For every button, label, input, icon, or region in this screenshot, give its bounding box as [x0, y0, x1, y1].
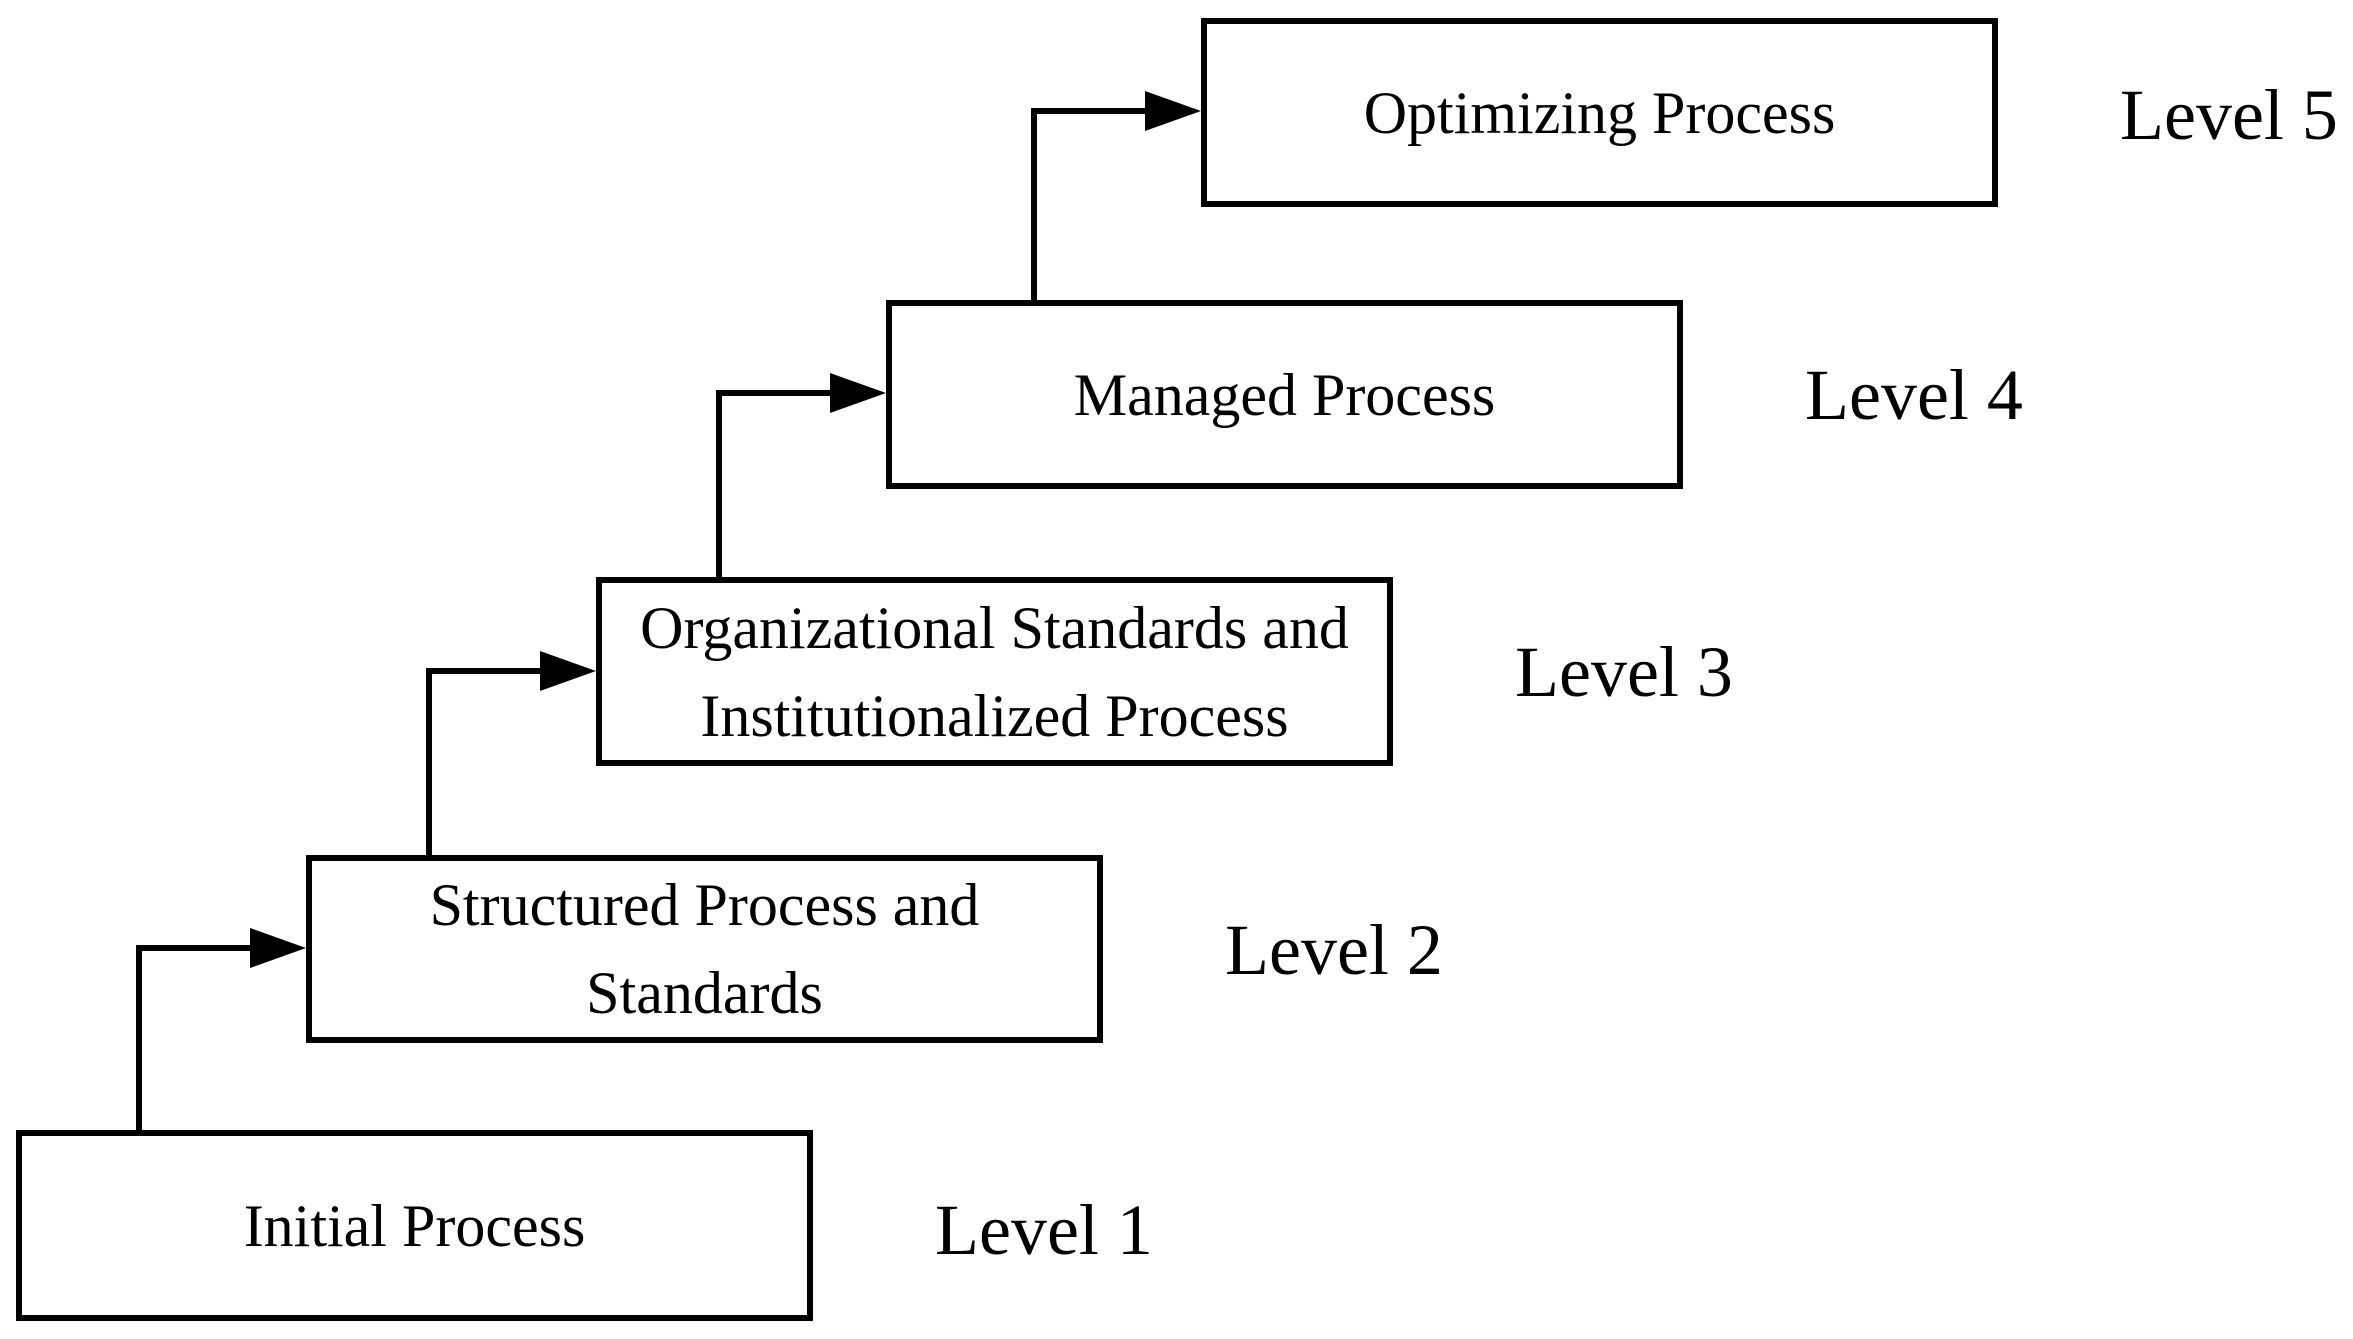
box-label-line: Institutionalized Process	[700, 682, 1289, 749]
arrow-level2-to-level3	[426, 651, 596, 855]
box-label-line: Structured Process and	[429, 872, 980, 938]
box-label-line: Standards	[586, 960, 823, 1026]
optimizing-process-box: Optimizing Process	[1201, 18, 1998, 207]
initial-process-box: Initial Process	[16, 1130, 813, 1321]
organizational-standards-box: Organizational Standards and Institution…	[596, 577, 1393, 766]
level-4-label: Level 4	[1805, 355, 2023, 435]
level-2-label: Level 2	[1225, 910, 1443, 990]
box-label-line: Optimizing Process	[1363, 79, 1836, 146]
level-5-label: Level 5	[2120, 75, 2338, 155]
arrow-level3-to-level4	[716, 373, 886, 577]
box-label-line: Initial Process	[243, 1192, 586, 1259]
structured-process-box: Structured Process and Standards	[306, 855, 1103, 1043]
managed-process-box: Managed Process	[886, 300, 1683, 489]
level-3-label: Level 3	[1515, 632, 1733, 712]
box-label-line: Managed Process	[1073, 361, 1496, 428]
arrow-level4-to-level5	[1031, 91, 1201, 300]
level-1-label: Level 1	[935, 1190, 1153, 1270]
box-label-line: Organizational Standards and	[640, 594, 1349, 661]
arrow-level1-to-level2	[136, 928, 306, 1130]
